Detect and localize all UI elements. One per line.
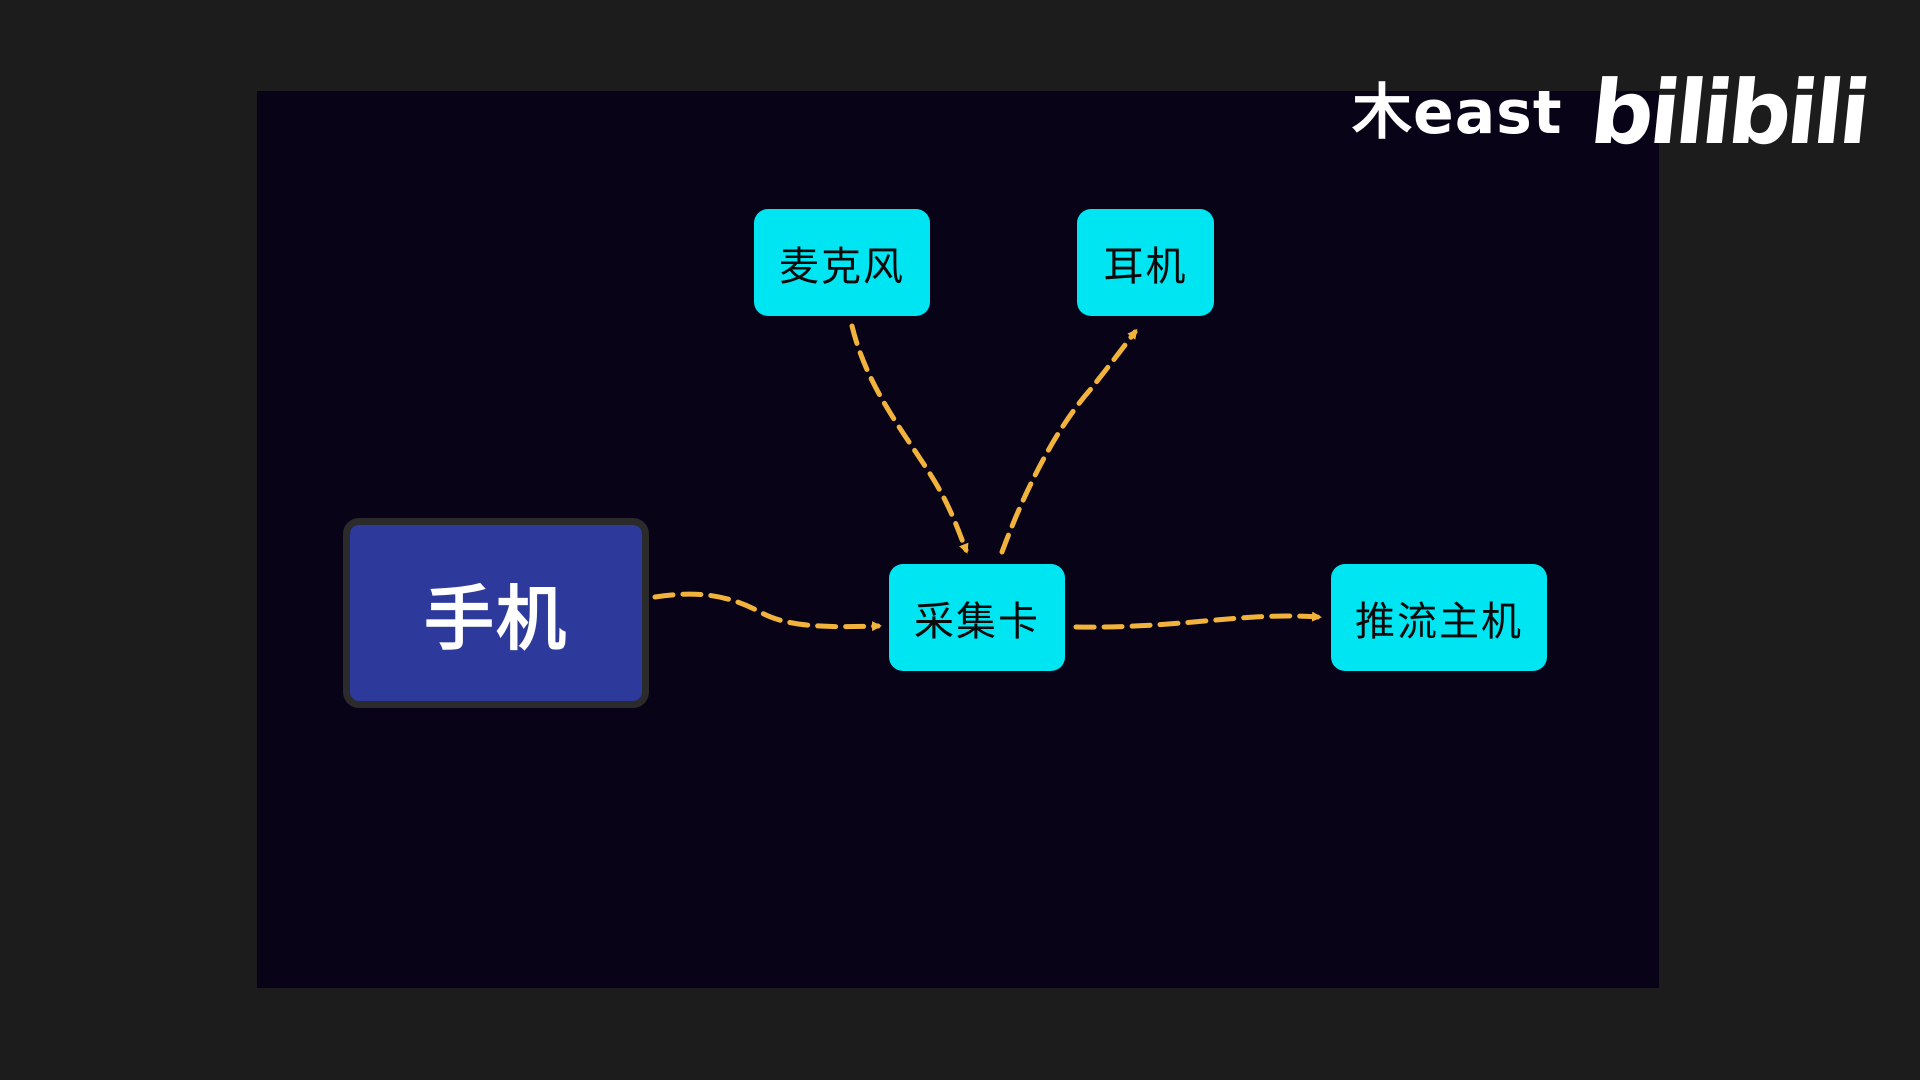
node-microphone: 麦克风: [754, 209, 930, 316]
node-headphones: 耳机: [1077, 209, 1214, 316]
bilibili-logo: bilibili: [1585, 61, 1872, 164]
node-phone: 手机: [343, 518, 649, 708]
node-streaming-host: 推流主机: [1331, 564, 1547, 671]
watermark: 木east bilibili: [1352, 58, 1871, 168]
channel-name: 木east: [1352, 78, 1563, 148]
node-capture-card: 采集卡: [889, 564, 1065, 671]
